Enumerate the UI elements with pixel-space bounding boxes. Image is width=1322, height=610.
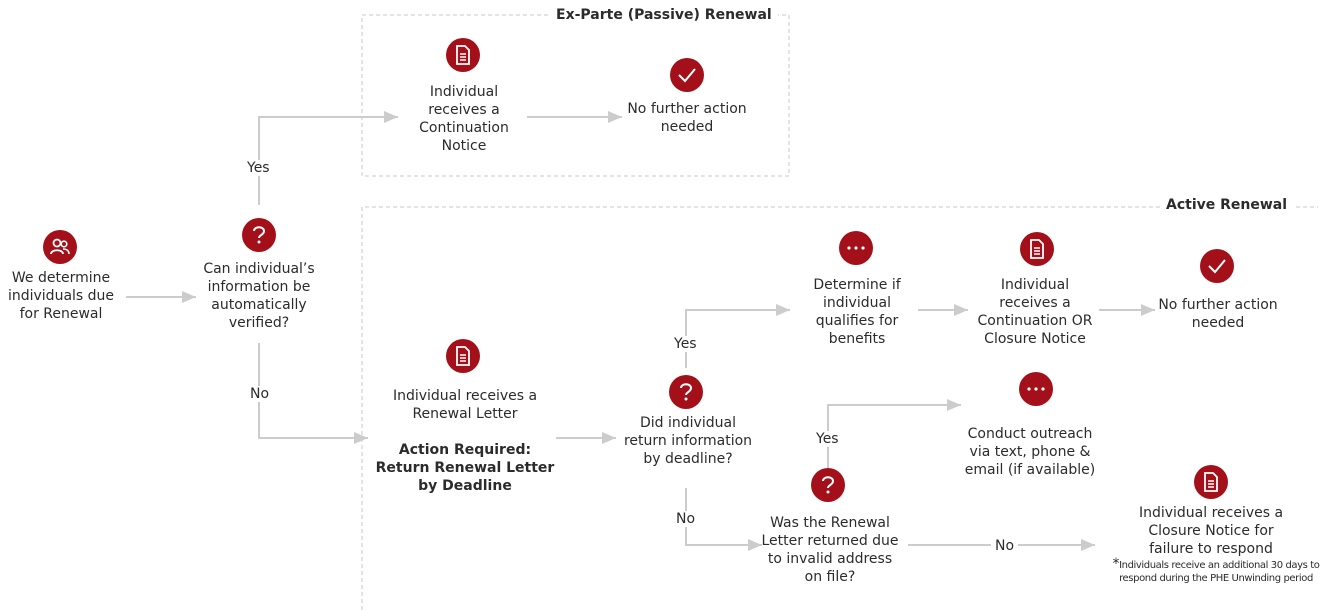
ellipsis-icon (1019, 372, 1053, 406)
arrow-verify-no (258, 343, 368, 444)
edge-label-yes: Yes (670, 336, 701, 352)
document-icon (446, 38, 480, 72)
arrow-return-yes (685, 304, 790, 368)
question-icon (669, 375, 703, 409)
closure-notice-text: Individual receives a Closure Notice for… (1138, 505, 1284, 557)
invalid-address-question: Was the Renewal Letter returned due to i… (761, 515, 899, 585)
renewal-letter-text: Individual receives a Renewal Letter (392, 388, 538, 422)
active-renewal-title: Active Renewal (1160, 197, 1294, 213)
auto-verify-question: Can individual’s information be automati… (203, 261, 315, 331)
document-icon (1194, 465, 1228, 499)
ex-parte-title: Ex-Parte (Passive) Renewal (550, 7, 778, 23)
arrow-invalid-yes (827, 399, 961, 468)
edge-label-no: No (246, 386, 274, 402)
active-box (361, 206, 1318, 610)
edge-label-no: No (672, 511, 700, 527)
edge-label-yes: Yes (243, 160, 274, 176)
continuation-notice-text: Individual receives a Continuation Notic… (419, 84, 509, 154)
did-return-question: Did individual return information by dea… (623, 415, 753, 467)
checkmark-icon (670, 58, 704, 92)
edge-label-no: No (991, 538, 1019, 554)
arrow-verify-yes (258, 111, 398, 205)
no-further-action-text: No further action needed (1158, 297, 1278, 331)
ellipsis-icon (839, 231, 873, 265)
footnote-marker: * (1112, 556, 1120, 572)
determine-qualify-text: Determine if individual qualifies for be… (813, 277, 901, 347)
continuation-or-closure-text: Individual receives a Continuation OR Cl… (977, 277, 1093, 347)
no-further-action-text: No further action needed (627, 101, 747, 135)
footnote-text: Individuals receive an additional 30 day… (1119, 560, 1320, 584)
document-icon (1020, 232, 1054, 266)
checkmark-icon (1200, 249, 1234, 283)
question-icon (242, 218, 276, 252)
edge-label-yes: Yes (812, 431, 843, 447)
people-icon (43, 230, 77, 264)
footnote: *Individuals receive an additional 30 da… (1110, 556, 1322, 585)
arrow-return-no (685, 488, 762, 551)
start-node-text: We determine individuals due for Renewal (7, 270, 115, 322)
document-icon (446, 339, 480, 373)
action-required-text: Action Required: Return Renewal Letter b… (375, 442, 555, 494)
question-icon (811, 468, 845, 502)
outreach-text: Conduct outreach via text, phone & email… (964, 426, 1096, 478)
